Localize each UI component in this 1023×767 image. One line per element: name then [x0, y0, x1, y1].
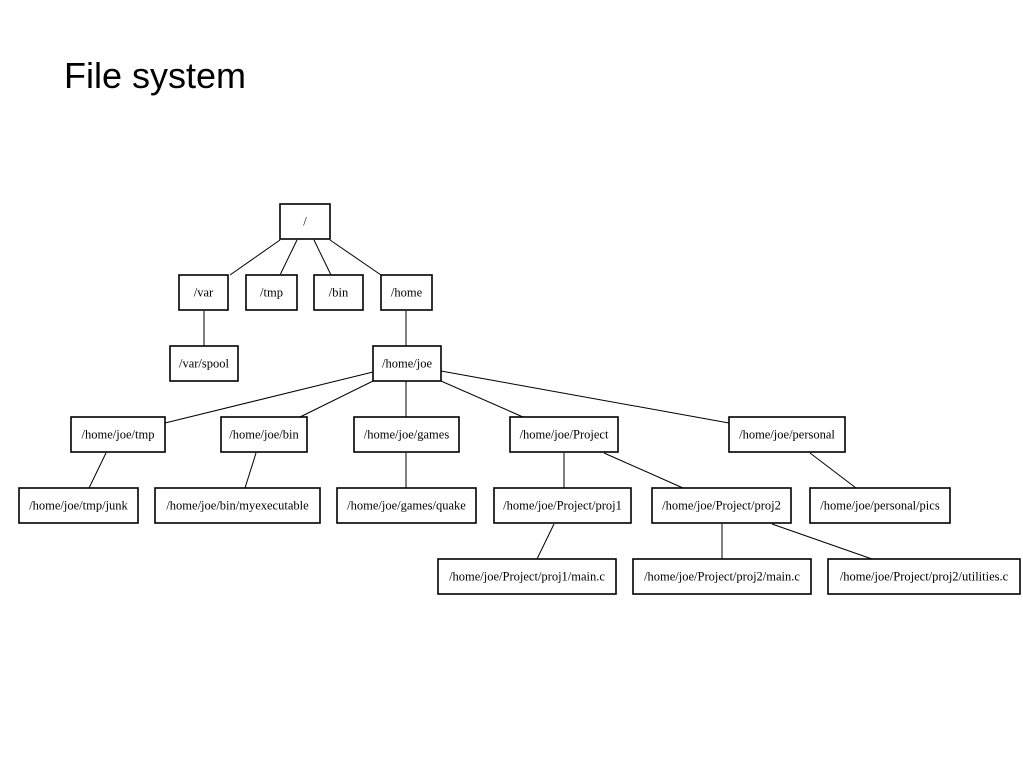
node-label: /home/joe/Project/proj1/main.c: [449, 570, 605, 584]
node-joe-tmp-junk: /home/joe/tmp/junk: [18, 487, 139, 524]
node-box: [353, 416, 460, 453]
node-label: /home/joe/tmp: [82, 428, 155, 442]
edge-root-to-tmp: [279, 239, 298, 276]
node-label: /home/joe/bin: [229, 428, 299, 442]
node-box: [169, 345, 239, 382]
node-joe-personal: /home/joe/personal: [728, 416, 846, 453]
node-label: /home/joe/bin/myexecutable: [166, 499, 309, 513]
node-tmp: /tmp: [245, 274, 298, 311]
node-box: [220, 416, 308, 453]
node-box: [632, 558, 812, 595]
node-home-joe: /home/joe: [372, 345, 442, 382]
node-proj1-main-c: /home/joe/Project/proj1/main.c: [437, 558, 617, 595]
node-proj2-main-c: /home/joe/Project/proj2/main.c: [632, 558, 812, 595]
node-box: [245, 274, 298, 311]
node-box: [372, 345, 442, 382]
node-joe-tmp: /home/joe/tmp: [70, 416, 166, 453]
node-joe-personal-pics: /home/joe/personal/pics: [809, 487, 951, 524]
node-box: [509, 416, 619, 453]
node-joe-project-proj1: /home/joe/Project/proj1: [493, 487, 632, 524]
edge-joe-project-to-joe-project-proj2: [603, 452, 684, 489]
node-box: [651, 487, 792, 524]
edge-home-joe-to-joe-tmp: [164, 371, 374, 424]
node-label: /home/joe/games/quake: [347, 499, 466, 513]
node-bin: /bin: [313, 274, 364, 311]
node-label: /var/spool: [179, 357, 230, 371]
node-box: [154, 487, 321, 524]
node-joe-games: /home/joe/games: [353, 416, 460, 453]
slide-title: File system: [64, 55, 247, 96]
node-box: [827, 558, 1021, 595]
node-box: [279, 203, 331, 240]
node-root: /: [279, 203, 331, 240]
node-label: /home/joe/Project/proj1: [503, 499, 622, 513]
node-joe-bin-myexecutable: /home/joe/bin/myexecutable: [154, 487, 321, 524]
node-joe-bin: /home/joe/bin: [220, 416, 308, 453]
edge-joe-tmp-to-joe-tmp-junk: [88, 452, 107, 489]
node-label: /home/joe: [382, 357, 432, 371]
edge-joe-bin-to-joe-bin-myexecutable: [244, 452, 257, 489]
node-joe-games-quake: /home/joe/games/quake: [336, 487, 477, 524]
node-box: [380, 274, 433, 311]
node-proj2-utilities-c: /home/joe/Project/proj2/utilities.c: [827, 558, 1021, 595]
edge-root-to-bin: [313, 239, 332, 276]
node-var-spool: /var/spool: [169, 345, 239, 382]
node-home: /home: [380, 274, 433, 311]
node-label: /home/joe/games: [364, 428, 450, 442]
node-box: [18, 487, 139, 524]
edge-home-joe-to-joe-bin: [299, 380, 374, 418]
node-box: [70, 416, 166, 453]
edge-joe-project-proj2-to-proj2-utilities-c: [771, 523, 873, 560]
tree-edges: [88, 239, 873, 560]
node-label: /home/joe/personal: [739, 428, 835, 442]
node-label: /home/joe/Project/proj2: [662, 499, 781, 513]
edge-home-joe-to-joe-personal: [440, 370, 730, 424]
node-label: /var: [194, 286, 214, 300]
node-label: /home/joe/Project/proj2/utilities.c: [840, 570, 1009, 584]
node-label: /bin: [329, 286, 349, 300]
node-label: /home: [391, 286, 423, 300]
edge-joe-personal-to-joe-personal-pics: [809, 452, 857, 489]
node-label: /home/joe/Project/proj2/main.c: [644, 570, 800, 584]
tree-nodes: / /var/tmp/bin/home/var/spool/home/joe/ho…: [18, 203, 1021, 595]
node-joe-project: /home/joe/Project: [509, 416, 619, 453]
edge-home-joe-to-joe-project: [440, 380, 524, 418]
node-box: [437, 558, 617, 595]
node-label: /home/joe/personal/pics: [820, 499, 940, 513]
node-joe-project-proj2: /home/joe/Project/proj2: [651, 487, 792, 524]
node-var: /var: [178, 274, 229, 311]
node-box: [178, 274, 229, 311]
node-label: /home/joe/Project: [520, 428, 609, 442]
node-label: /tmp: [260, 286, 283, 300]
node-box: [313, 274, 364, 311]
node-label: /home/joe/tmp/junk: [29, 499, 128, 513]
node-box: [728, 416, 846, 453]
node-box: [493, 487, 632, 524]
node-label: /: [303, 215, 307, 229]
node-box: [809, 487, 951, 524]
node-box: [336, 487, 477, 524]
edge-joe-project-proj1-to-proj1-main-c: [536, 523, 555, 560]
edge-root-to-home: [329, 239, 382, 276]
edge-root-to-var: [229, 239, 281, 276]
